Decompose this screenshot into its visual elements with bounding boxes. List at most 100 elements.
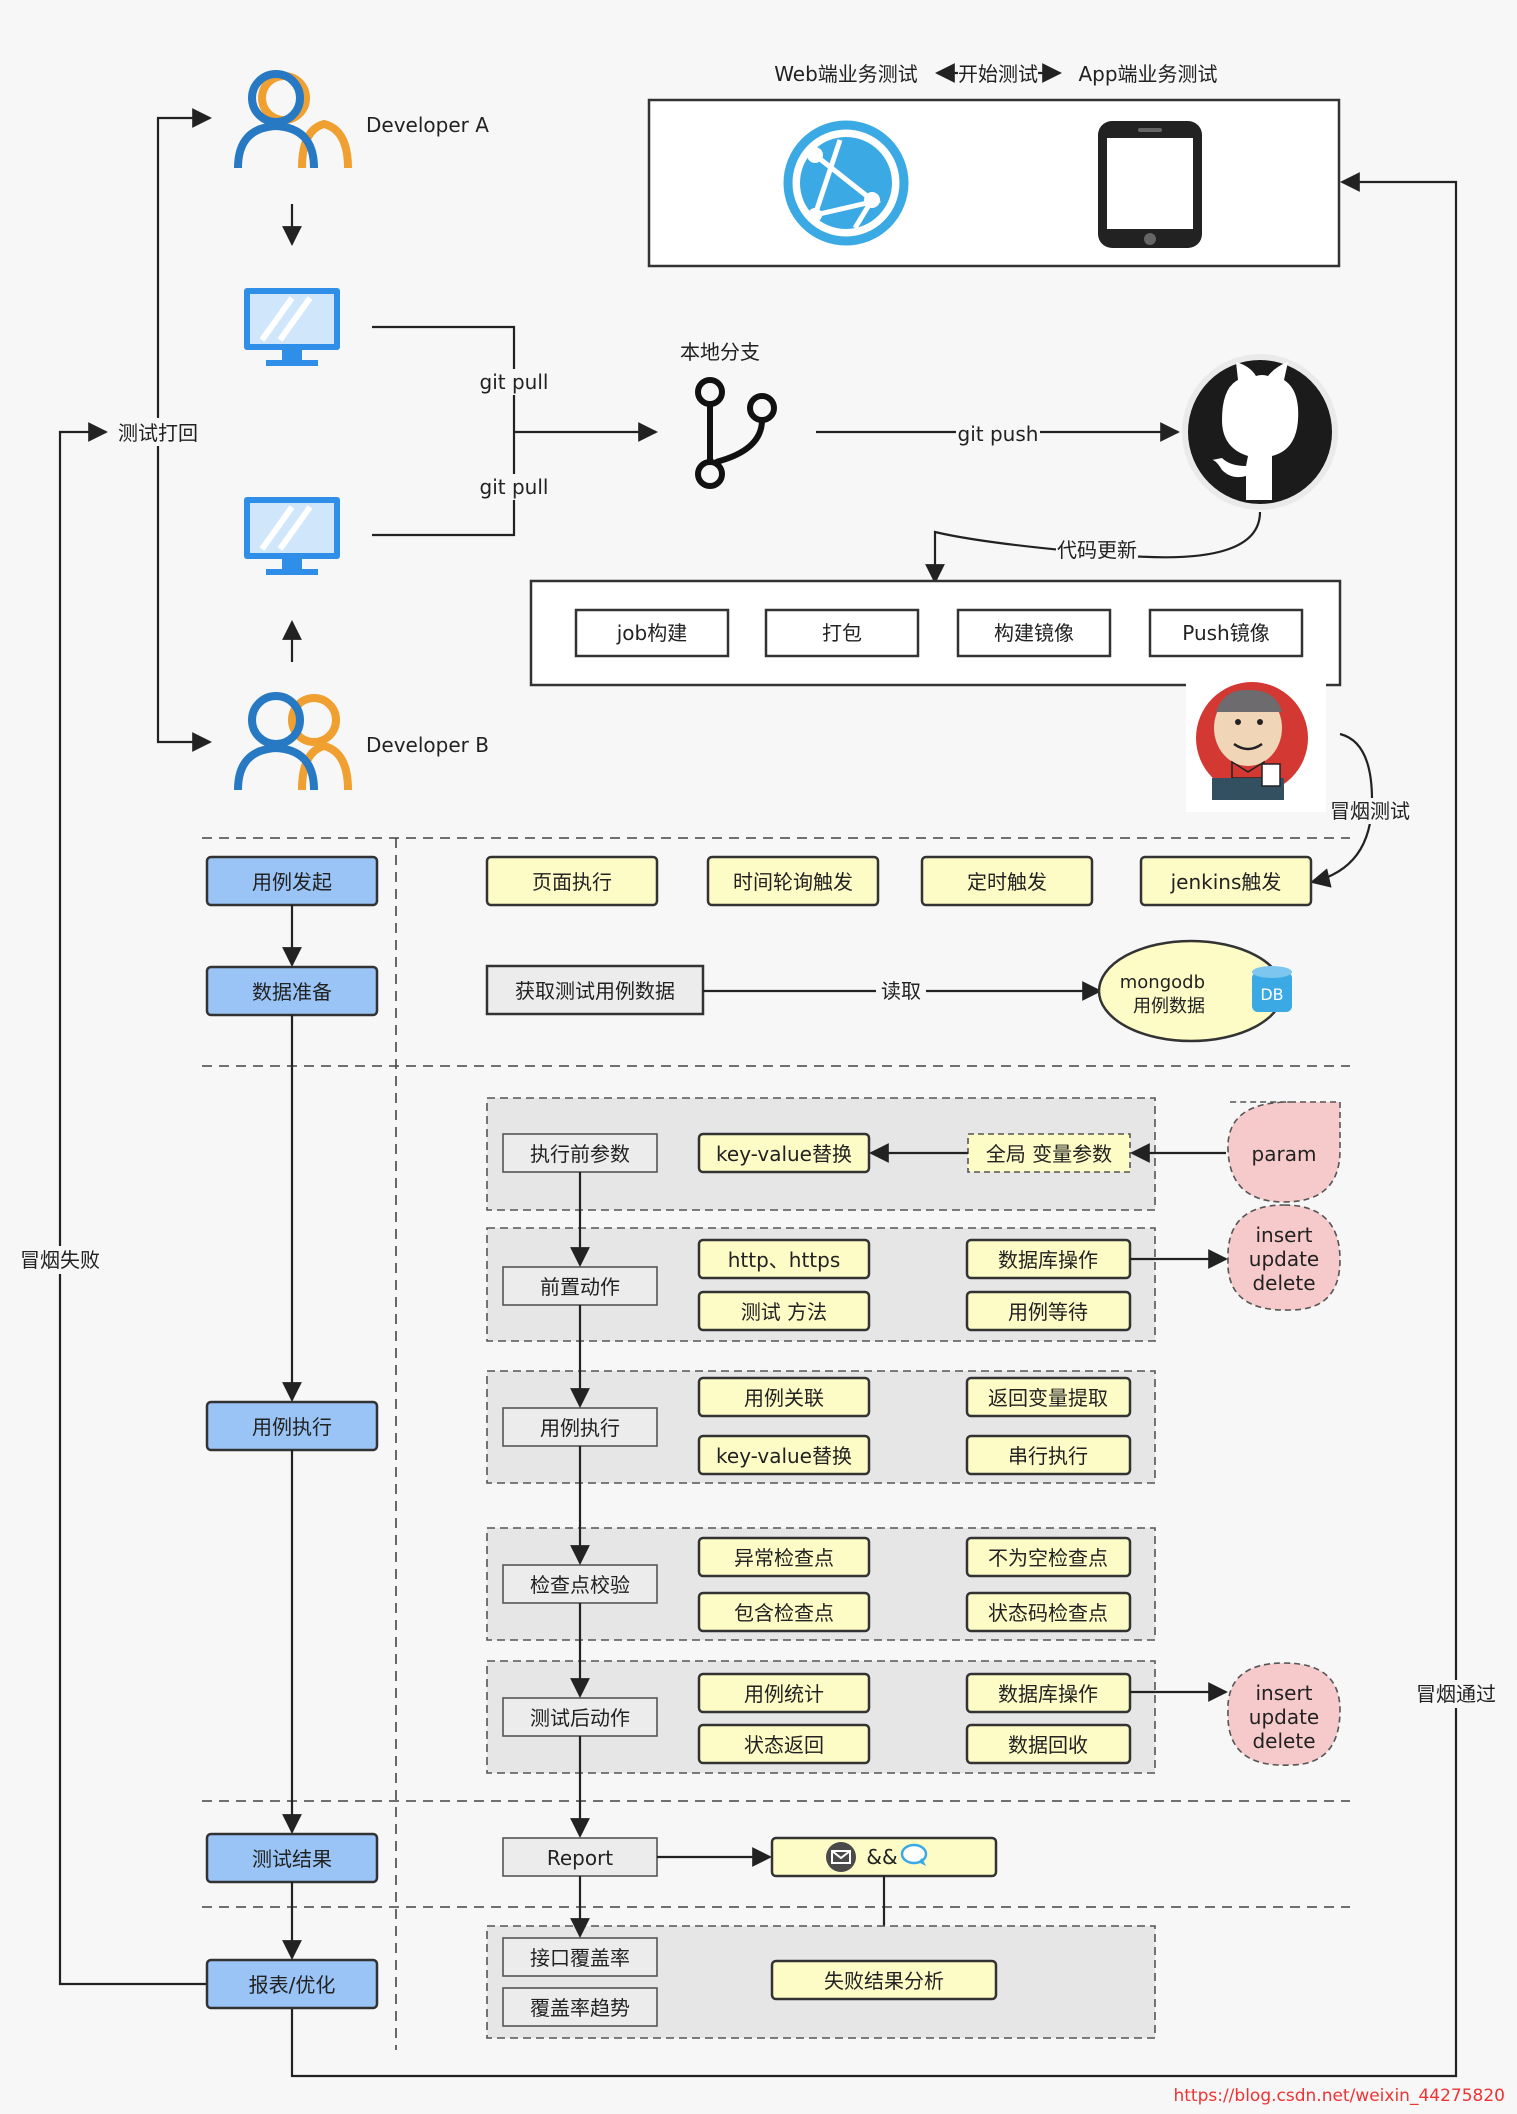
case-link-label: 用例关联 [744,1386,824,1410]
trigger-jenkins-label: jenkins触发 [1170,870,1282,894]
kv-replace-label-2: key-value替换 [716,1444,852,1468]
trigger-polling [706,855,880,907]
local-branch-label: 本地分支 [680,340,760,364]
kv-replace-box-2 [697,1434,871,1476]
web-globe-icon [783,120,909,246]
fetch-case-data-box [485,964,705,1016]
post-action-label: 测试后动作 [530,1706,630,1730]
database-icon: DB [1252,966,1292,1012]
db-op-label-2: 数据库操作 [998,1682,1098,1706]
contains-check-box [697,1591,871,1633]
case-wait-box [965,1290,1132,1332]
pre-params-label: 执行前参数 [530,1142,630,1166]
start-test-label: 开始测试 [958,62,1038,86]
git-branch-icon [695,377,777,489]
not-null-check-label: 不为空检查点 [988,1546,1108,1570]
status-code-check-box [965,1591,1132,1633]
crud-2-update: update [1249,1705,1319,1729]
param-node [1227,1101,1341,1203]
test-method-label: 测试 方法 [741,1300,827,1324]
stage-test-result-label: 测试结果 [252,1847,332,1871]
case-link-box [697,1376,871,1418]
exception-check-label: 异常检查点 [734,1546,834,1570]
crud-node-2 [1227,1662,1341,1766]
http-label: http、https [728,1248,841,1272]
developer-b-icon [234,692,352,791]
stage-case-initiate-label: 用例发起 [252,870,332,894]
kv-replace-label-1: key-value替换 [716,1142,852,1166]
git-pull-label-2: git pull [480,475,549,499]
stage-data-prep-label: 数据准备 [252,980,332,1004]
status-code-check-label: 状态码检查点 [988,1601,1108,1625]
exception-check-box [697,1536,871,1578]
jenkins-step-4-label: Push镜像 [1182,621,1269,645]
test-method-box [697,1290,871,1332]
git-pull-bracket [372,325,516,537]
trigger-schedule-label: 定时触发 [967,870,1047,894]
code-update-label: 代码更新 [1057,538,1137,562]
smoke-fail-label: 冒烟失败 [20,1248,100,1272]
developer-b-label: Developer B [366,733,489,757]
fetch-case-data-label: 获取测试用例数据 [515,979,675,1003]
jenkins-step-2-label: 打包 [822,621,862,645]
reject-to-dev-a-arrow [156,108,212,432]
trigger-schedule [920,855,1094,907]
http-box [697,1238,871,1280]
crud-node-1 [1227,1204,1341,1311]
status-return-label: 状态返回 [744,1733,824,1757]
report-box [502,1837,658,1877]
global-vars-label: 全局 变量参数 [986,1142,1112,1166]
developer-a-icon [234,70,352,169]
serial-exec-box [965,1434,1132,1476]
jenkins-step-4 [1148,608,1304,658]
jenkins-step-1 [574,608,730,658]
case-exec-box [502,1407,658,1447]
reject-to-dev-b-arrow [156,432,212,752]
failure-analysis-box [770,1959,998,2001]
report-label: Report [547,1846,613,1870]
coverage-label: 接口覆盖率 [530,1946,630,1970]
web-test-label: Web端业务测试 [774,62,918,86]
svg-text:DB: DB [1260,985,1283,1004]
global-vars-box [967,1133,1131,1173]
jenkins-step-2 [764,608,920,658]
db-op-label-1: 数据库操作 [998,1248,1098,1272]
data-recycle-box [965,1723,1132,1765]
crud-2-insert: insert [1255,1681,1312,1705]
smoke-pass-loop-arrow [290,172,1458,2078]
status-return-box [697,1723,871,1765]
return-var-label: 返回变量提取 [988,1386,1108,1410]
trigger-page [485,855,659,907]
developer-a-label: Developer A [366,113,489,137]
pre-params-box [502,1133,658,1173]
serial-exec-label: 串行执行 [1008,1444,1088,1468]
crud-1-update: update [1249,1247,1319,1271]
param-label: param [1252,1142,1317,1166]
failure-analysis-label: 失败结果分析 [824,1969,944,1993]
data-recycle-label: 数据回收 [1008,1733,1088,1757]
checkpoint-box [502,1564,658,1604]
return-var-box [965,1376,1132,1418]
notify-and-label: && [866,1845,897,1869]
crud-1-insert: insert [1255,1223,1312,1247]
jenkins-step-3 [956,608,1112,658]
chat-bubble-icon [900,1843,928,1866]
trigger-jenkins [1139,855,1313,907]
smoke-fail-loop-arrow [58,422,207,1986]
coverage-trend-label: 覆盖率趋势 [530,1996,630,2020]
mobile-phone-icon [1098,121,1202,248]
test-reject-label: 测试打回 [118,421,198,445]
coverage-box [502,1937,658,1977]
jenkins-step-3-label: 构建镜像 [994,621,1074,645]
mongodb-label: mongodb [1120,972,1205,993]
case-stats-box [697,1672,871,1714]
kv-replace-box-1 [697,1132,871,1174]
computer-monitor-b-icon [244,497,340,575]
jenkins-step-1-label: job构建 [616,621,688,645]
git-push-label: git push [958,422,1039,446]
watermark-url: https://blog.csdn.net/weixin_44275820 [1173,2086,1505,2106]
pre-action-label: 前置动作 [540,1275,620,1299]
case-data-label: 用例数据 [1133,996,1205,1017]
not-null-check-box [965,1536,1132,1578]
